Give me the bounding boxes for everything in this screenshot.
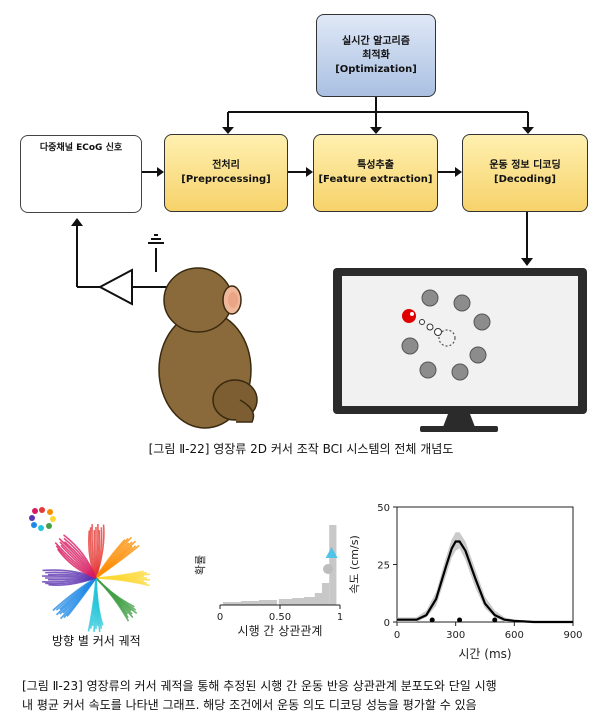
y-tick-label: 25 <box>377 561 390 572</box>
event-marker <box>457 617 463 623</box>
y-axis-label: 속도 (cm/s) <box>348 535 361 594</box>
triangle-marker <box>325 547 338 558</box>
diagram-connectors <box>76 97 529 288</box>
x-tick-label: 0 <box>217 612 223 623</box>
decoding-line-1: 운동 정보 디코딩 <box>489 160 561 171</box>
histogram-bar <box>292 598 304 605</box>
histogram-bar <box>322 583 330 605</box>
y-tick-label: 0 <box>384 618 390 629</box>
decoding-box: 운동 정보 디코딩 [Decoding] <box>462 134 588 212</box>
x-tick-label: 0 <box>394 630 400 641</box>
optimization-line-2: 최적화 <box>362 49 390 61</box>
speed-line-chart: 0 25 50 0 300 600 900 시간 (ms) 속도 (cm/s) <box>348 503 583 660</box>
x-axis-label: 시행 간 상관관계 <box>238 623 323 638</box>
x-axis-label: 시간 (ms) <box>458 647 511 660</box>
ecog-label: 다중채널 ECoG 신호 <box>39 143 123 153</box>
feature-extraction-box: 특성추출 [Feature extraction] <box>313 134 438 212</box>
trajectory-line <box>95 577 130 622</box>
circle-marker <box>323 564 333 574</box>
trajectory-line <box>95 544 140 579</box>
x-tick-label: 1 <box>337 612 343 623</box>
figure2-caption-line-1: [그림 Ⅱ-23] 영장류의 커서 궤적을 통해 추정된 시행 간 운동 반응 … <box>22 679 497 693</box>
histogram-bar <box>278 599 294 605</box>
trajectory-label: 방향 별 커서 궤적 <box>52 634 141 648</box>
x-tick-label: 600 <box>505 630 524 641</box>
histogram-bar <box>314 593 322 605</box>
trajectory-lines <box>42 524 151 633</box>
trajectory-line <box>52 577 97 612</box>
diagram-arrowheads <box>71 127 534 266</box>
figure1-caption: [그림 Ⅱ-22] 영장류 2D 커서 조작 BCI 시스템의 전체 개념도 <box>148 442 454 456</box>
histogram-bar <box>329 525 337 605</box>
monkey-illustration <box>158 267 258 429</box>
trajectory-line <box>87 577 97 632</box>
trajectory-line <box>95 577 150 587</box>
correlation-histogram: 0 0.50 1 시행 간 상관관계 확률 <box>194 525 343 638</box>
histogram-bar <box>304 597 316 605</box>
cursor-trajectory-panel <box>29 507 151 633</box>
preprocessing-box: 전처리 [Preprocessing] <box>164 134 288 212</box>
bci-system-diagram <box>51 97 587 432</box>
decoding-line-2: [Decoding] <box>494 174 556 185</box>
x-tick-label: 900 <box>563 630 582 641</box>
ecog-signal-box: 다중채널 ECoG 신호 <box>20 135 142 213</box>
optimization-box: 실시간 알고리즘 최적화 [Optimization] <box>316 14 436 97</box>
mean-speed-line <box>397 540 573 624</box>
preprocessing-line-1: 전처리 <box>212 160 240 171</box>
variability-band <box>397 532 573 622</box>
trajectory-line <box>95 577 135 608</box>
preprocessing-line-2: [Preprocessing] <box>181 174 271 185</box>
histogram-bar <box>259 600 277 605</box>
monitor-display <box>333 268 587 432</box>
x-tick-label: 0.50 <box>269 612 291 623</box>
x-tick-label: 300 <box>446 630 465 641</box>
event-marker <box>492 617 498 623</box>
figure2-caption: [그림 Ⅱ-23] 영장류의 커서 궤적을 통해 추정된 시행 간 운동 반응 … <box>22 677 592 715</box>
event-marker <box>429 617 435 623</box>
histogram-bar <box>241 601 259 605</box>
feature-line-1: 특성추출 <box>357 160 394 171</box>
optimization-line-1: 실시간 알고리즘 <box>342 35 410 47</box>
histogram-bar <box>223 602 241 605</box>
y-tick-label: 50 <box>377 503 390 514</box>
figure2-caption-line-2: 내 평균 커서 속도를 나타낸 그래프. 해당 조건에서 운동 의도 디코딩 성… <box>22 698 477 712</box>
optimization-line-3: [Optimization] <box>335 63 417 75</box>
trajectory-line <box>63 534 97 579</box>
color-wheel-icon <box>29 507 56 531</box>
trajectory-line <box>95 524 105 579</box>
y-axis-label: 확률 <box>194 555 207 575</box>
amplifier-triangle <box>97 268 133 306</box>
feature-line-2: [Feature extraction] <box>318 174 433 185</box>
